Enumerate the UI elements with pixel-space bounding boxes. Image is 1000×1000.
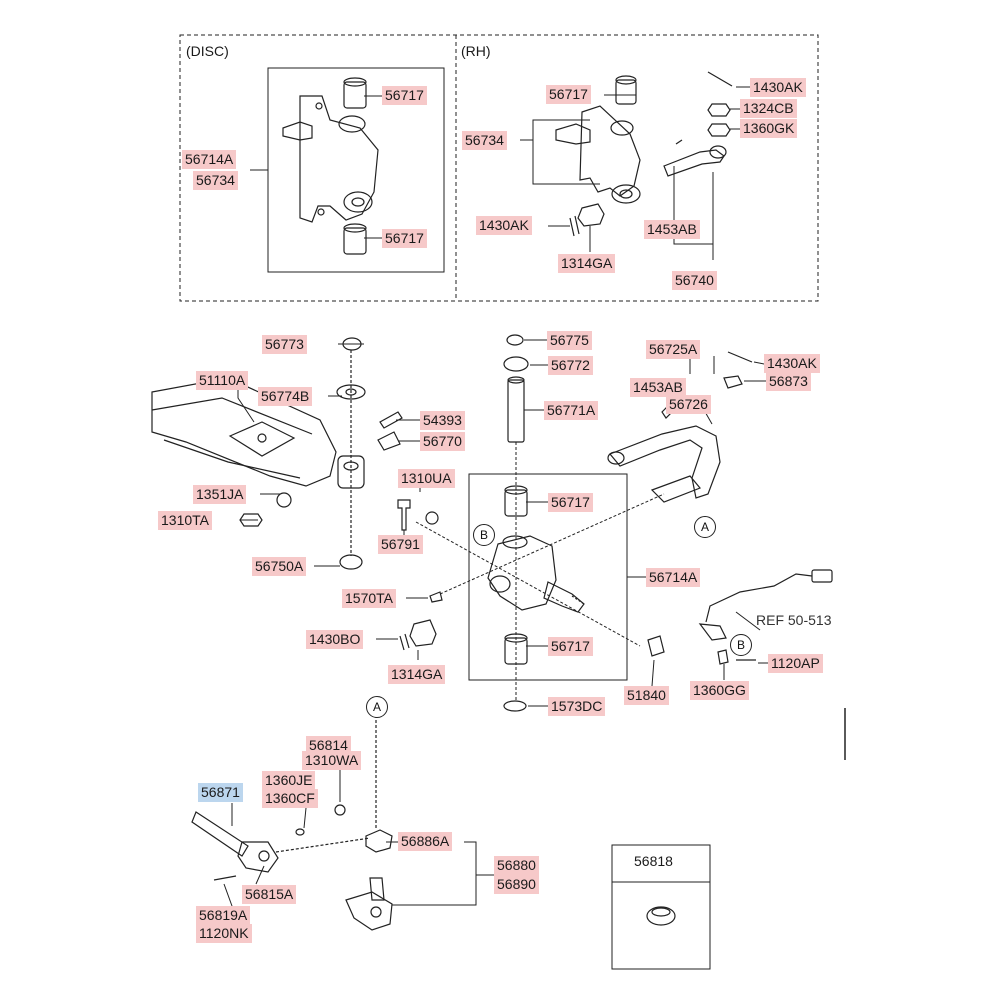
part-label-51110a[interactable]: 51110A — [196, 371, 249, 390]
callout-b-knuckle: B — [473, 524, 495, 546]
knuckle-hardware — [397, 499, 665, 657]
part-label-56818[interactable]: 56818 — [634, 853, 673, 869]
part-label-56770[interactable]: 56770 — [420, 432, 465, 451]
part-label-1324cb-rh[interactable]: 1324CB — [740, 99, 797, 118]
part-label-56717-disc-top[interactable]: 56717 — [382, 86, 427, 105]
part-label-1120ap[interactable]: 1120AP — [768, 654, 823, 673]
king-pin-stack — [503, 334, 529, 443]
part-label-1430ak-rh-pin[interactable]: 1430AK — [476, 216, 532, 235]
part-label-56773[interactable]: 56773 — [262, 335, 307, 354]
part-label-1430bo[interactable]: 1430BO — [306, 630, 364, 649]
part-label-1120nk[interactable]: 1120NK — [196, 924, 252, 943]
part-label-1360cf[interactable]: 1360CF — [262, 789, 318, 808]
rh-hardware — [569, 71, 733, 237]
part-label-1314ga-main[interactable]: 1314GA — [388, 665, 446, 684]
part-label-56717-disc-bottom[interactable]: 56717 — [382, 229, 427, 248]
part-label-1360gk-rh[interactable]: 1360GK — [740, 119, 798, 138]
part-label-1430ak-rh-top[interactable]: 1430AK — [750, 78, 806, 97]
part-label-56871[interactable]: 56871 — [198, 783, 243, 802]
part-label-1430ak-arm[interactable]: 1430AK — [764, 354, 820, 373]
part-label-56886a[interactable]: 56886A — [398, 832, 453, 851]
tie-rod-end-drawing — [345, 710, 393, 931]
part-label-56717-main-top[interactable]: 56717 — [548, 493, 593, 512]
rh-tie-rod-end — [663, 145, 727, 177]
part-label-56714a-disc[interactable]: 56714A — [182, 150, 237, 169]
part-label-1351ja[interactable]: 1351JA — [193, 485, 247, 504]
part-label-56774b[interactable]: 56774B — [258, 387, 313, 406]
callout-b-sensor: B — [730, 634, 752, 656]
part-label-54393[interactable]: 54393 — [420, 411, 465, 430]
main-knuckle-drawing — [487, 535, 585, 613]
leader-lines — [223, 86, 768, 907]
inset-frame — [179, 34, 819, 302]
inset-title-disc: (DISC) — [186, 43, 229, 59]
part-label-56772[interactable]: 56772 — [548, 356, 593, 375]
part-label-56815a[interactable]: 56815A — [242, 885, 297, 904]
part-label-56880[interactable]: 56880 — [494, 856, 539, 875]
part-label-56717-main-bottom[interactable]: 56717 — [548, 637, 593, 656]
disc-knuckle-drawing — [282, 95, 379, 223]
part-label-1453ab-arm[interactable]: 1453AB — [630, 378, 686, 397]
part-label-56819a[interactable]: 56819A — [196, 906, 251, 925]
part-label-56717-rh[interactable]: 56717 — [546, 85, 591, 104]
disc-bushing-top — [343, 77, 367, 109]
part-label-56734-disc[interactable]: 56734 — [193, 171, 238, 190]
callout-a-tie-rod: A — [366, 696, 388, 718]
main-bushing-top — [504, 485, 528, 517]
part-label-56873[interactable]: 56873 — [766, 372, 811, 391]
tie-rod-drawing — [191, 804, 371, 881]
callout-a-steering: A — [694, 516, 716, 538]
cap-detail-box — [611, 844, 711, 970]
part-label-51840[interactable]: 51840 — [624, 686, 669, 705]
part-label-56726[interactable]: 56726 — [666, 395, 711, 414]
part-label-56771a[interactable]: 56771A — [544, 401, 599, 420]
part-label-56734-rh[interactable]: 56734 — [462, 131, 507, 150]
part-label-56714a-main[interactable]: 56714A — [646, 568, 701, 587]
part-label-56814[interactable]: 56814 — [306, 736, 351, 755]
assembly-lines — [415, 442, 665, 700]
part-label-56725a[interactable]: 56725A — [646, 340, 701, 359]
steering-arm-drawing — [607, 351, 753, 503]
part-label-56740-rh[interactable]: 56740 — [672, 271, 717, 290]
rh-knuckle-drawing — [555, 105, 641, 204]
part-label-1360je[interactable]: 1360JE — [262, 771, 316, 790]
part-label-1360gg[interactable]: 1360GG — [690, 681, 749, 700]
part-label-1310ua[interactable]: 1310UA — [398, 469, 455, 488]
part-label-56775[interactable]: 56775 — [547, 331, 592, 350]
part-label-1573dc[interactable]: 1573DC — [548, 697, 606, 716]
rh-bushing — [615, 75, 637, 105]
part-label-1570ta[interactable]: 1570TA — [342, 589, 396, 608]
part-label-1314ga-rh[interactable]: 1314GA — [558, 254, 616, 273]
o-ring — [503, 700, 527, 712]
part-label-1453ab-rh[interactable]: 1453AB — [644, 220, 700, 239]
cap-drawing — [646, 906, 676, 926]
part-label-56890[interactable]: 56890 — [494, 875, 539, 894]
ref-link-50-513[interactable]: REF 50-513 — [756, 612, 832, 628]
disc-bushing-bottom — [343, 223, 367, 255]
part-label-1310ta[interactable]: 1310TA — [158, 511, 212, 530]
part-label-56750a[interactable]: 56750A — [252, 557, 307, 576]
ref-leader — [735, 611, 761, 631]
abs-sensor-drawing — [698, 569, 833, 665]
part-label-56791[interactable]: 56791 — [378, 535, 423, 554]
inset-title-rh: (RH) — [461, 43, 491, 59]
part-label-1310wa[interactable]: 1310WA — [302, 751, 362, 770]
